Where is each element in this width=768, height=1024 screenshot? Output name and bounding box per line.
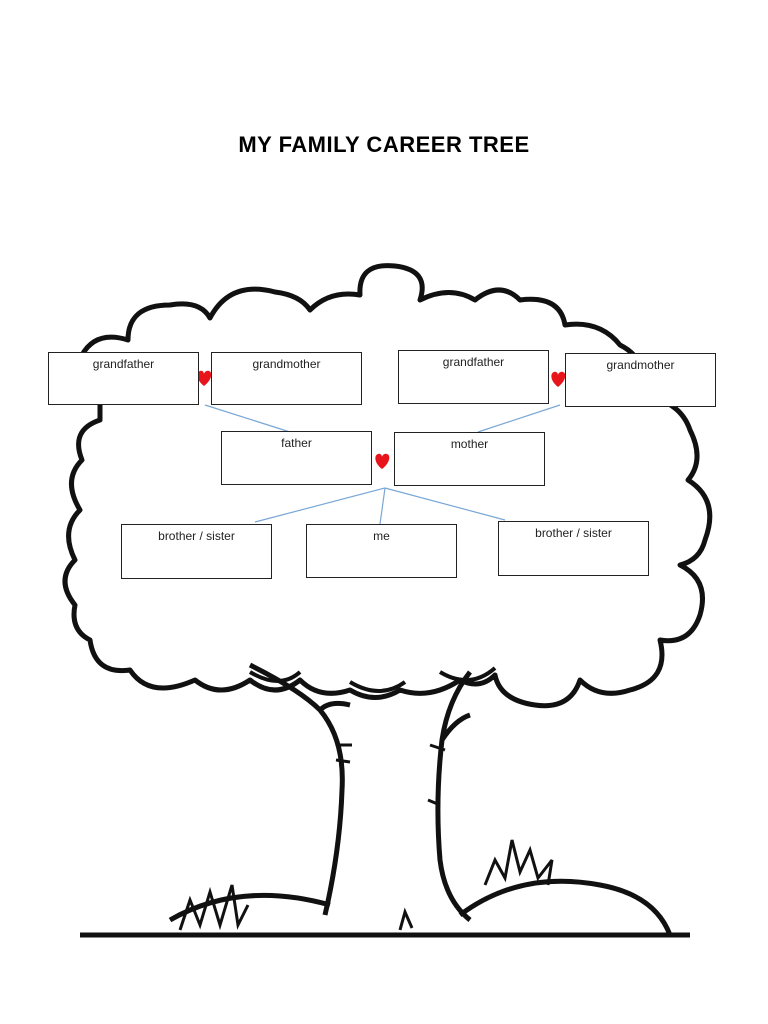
sibling-left-label: brother / sister xyxy=(158,529,235,543)
grandmother-left-box[interactable]: grandmother xyxy=(211,352,362,405)
mother-label: mother xyxy=(450,437,489,451)
grandfather-right-box[interactable]: grandfather xyxy=(398,350,549,404)
heart-icon xyxy=(375,453,390,469)
grandmother-right-label: grandmother xyxy=(606,358,675,372)
grandmother-left-label: grandmother xyxy=(252,357,321,371)
grass-left xyxy=(178,884,250,931)
me-box[interactable]: me xyxy=(306,524,457,578)
grandfather-left-label: grandfather xyxy=(92,357,155,371)
grass-right xyxy=(483,839,554,886)
grandmother-right-box[interactable]: grandmother xyxy=(565,353,716,407)
heart-icon xyxy=(197,370,212,386)
heart-icon xyxy=(551,371,566,387)
father-box[interactable]: father xyxy=(221,431,372,485)
sibling-left-box[interactable]: brother / sister xyxy=(121,524,272,579)
sibling-right-label: brother / sister xyxy=(535,526,612,540)
tree-trunk xyxy=(248,662,472,922)
connector-lines xyxy=(204,404,561,525)
sibling-right-box[interactable]: brother / sister xyxy=(498,521,649,576)
grandfather-right-label: grandfather xyxy=(442,355,505,369)
ground xyxy=(80,878,690,938)
grandfather-left-box[interactable]: grandfather xyxy=(48,352,199,405)
mother-box[interactable]: mother xyxy=(394,432,545,486)
father-label: father xyxy=(281,436,312,450)
me-label: me xyxy=(373,529,390,543)
tree-canopy xyxy=(62,263,713,709)
page-title: MY FAMILY CAREER TREE xyxy=(238,132,530,157)
